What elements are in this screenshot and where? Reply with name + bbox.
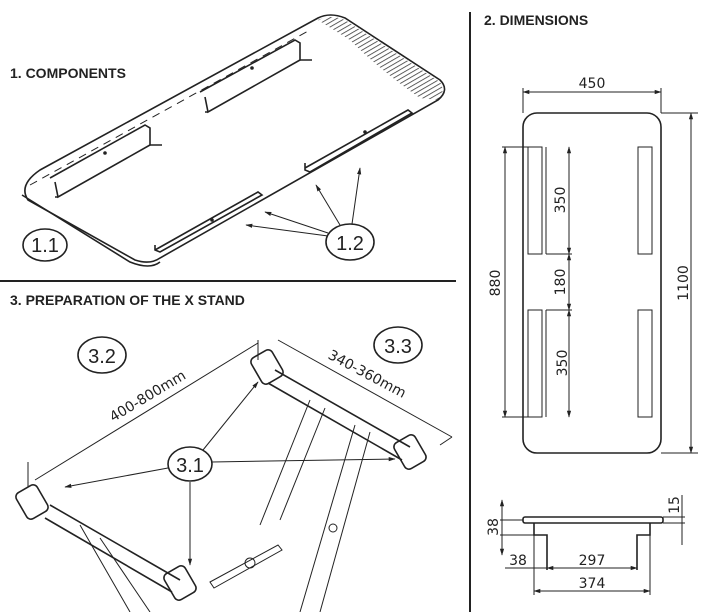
range-long-label: 400-800mm (107, 368, 189, 426)
dimensions-heading: 2. DIMENSIONS (484, 12, 589, 28)
dim-offset: 38 (509, 553, 527, 569)
x-stand-heading: 3. PREPARATION OF THE X STAND (10, 292, 245, 308)
dim-width: 450 (579, 76, 606, 92)
callout-3-2: 3.2 (77, 336, 127, 374)
dim-top-thickness: 15 (667, 496, 683, 514)
dim-bracket-span: 880 (488, 270, 504, 297)
dim-bracket-top: 350 (553, 187, 569, 214)
tabletop-drawing (21, 14, 446, 267)
callout-1-2: 1.2 (245, 167, 375, 261)
callout-3-3: 3.3 (373, 326, 423, 364)
dim-bracket-bottom: 350 (555, 350, 571, 377)
svg-text:1.1: 1.1 (31, 235, 59, 257)
side-view-drawing: 38 15 38 297 374 (486, 495, 685, 595)
dim-gap: 180 (553, 269, 569, 296)
callout-3-1: 3.1 (64, 381, 396, 566)
svg-text:1.2: 1.2 (336, 233, 364, 255)
svg-text:3.1: 3.1 (176, 455, 204, 477)
x-stand-drawing: 400-800mm 340-360mm (15, 339, 453, 612)
components-heading: 1. COMPONENTS (10, 65, 126, 81)
svg-text:3.3: 3.3 (384, 336, 412, 358)
top-view-drawing: 450 1100 880 350 180 350 (488, 76, 698, 454)
dim-outer-width: 374 (579, 576, 606, 592)
dim-profile-height: 38 (486, 518, 502, 536)
dim-length: 1100 (676, 265, 692, 301)
dim-inner-width: 297 (579, 553, 606, 569)
callout-1-1: 1.1 (22, 228, 68, 262)
svg-text:3.2: 3.2 (88, 346, 116, 368)
